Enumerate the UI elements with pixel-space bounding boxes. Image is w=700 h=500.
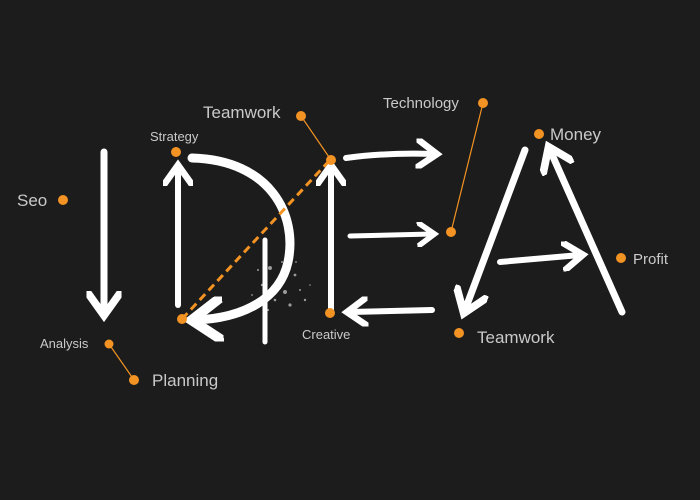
letter-e-top-arm — [343, 154, 434, 158]
seo-node — [58, 195, 68, 205]
letter-a — [465, 146, 626, 316]
planning-d-node — [177, 314, 187, 324]
analysis-planning-connector — [108, 343, 135, 381]
connectors — [108, 102, 484, 381]
letter-a-crossbar — [497, 255, 580, 262]
strategy-node — [171, 147, 181, 157]
label-strategy: Strategy — [150, 129, 199, 144]
label-profit: Profit — [633, 251, 669, 268]
planning-teamwork-dashed-line — [180, 158, 332, 321]
e-middle-node — [446, 227, 456, 237]
technology-node — [478, 98, 488, 108]
label-seo: Seo — [17, 191, 47, 210]
creative-node — [325, 308, 335, 318]
label-teamwork-top: Teamwork — [203, 103, 281, 122]
label-creative: Creative — [302, 327, 350, 342]
e-top-node — [326, 155, 336, 165]
labels: Seo Analysis Planning Strategy Teamwork … — [17, 95, 669, 390]
nodes — [58, 98, 626, 385]
letter-a-left-leg — [465, 146, 529, 310]
label-teamwork-bottom: Teamwork — [477, 328, 555, 347]
teamwork-top-node — [296, 111, 306, 121]
paint-splatter — [251, 261, 311, 312]
letter-d-curve — [192, 153, 295, 320]
letter-a-right-leg — [550, 150, 626, 316]
letter-d — [178, 153, 311, 345]
planning-node — [129, 375, 139, 385]
profit-node — [616, 253, 626, 263]
teamwork-connector — [300, 115, 332, 161]
label-planning: Planning — [152, 371, 218, 390]
label-technology: Technology — [383, 95, 459, 112]
letter-e-bottom-arm — [350, 310, 435, 312]
letter-e-middle-arm — [347, 234, 432, 236]
teamwork-bottom-node — [454, 328, 464, 338]
technology-connector — [450, 102, 484, 233]
label-money: Money — [550, 125, 602, 144]
letter-e — [331, 154, 434, 312]
label-analysis: Analysis — [40, 336, 89, 351]
money-node — [534, 129, 544, 139]
analysis-node — [104, 339, 114, 349]
